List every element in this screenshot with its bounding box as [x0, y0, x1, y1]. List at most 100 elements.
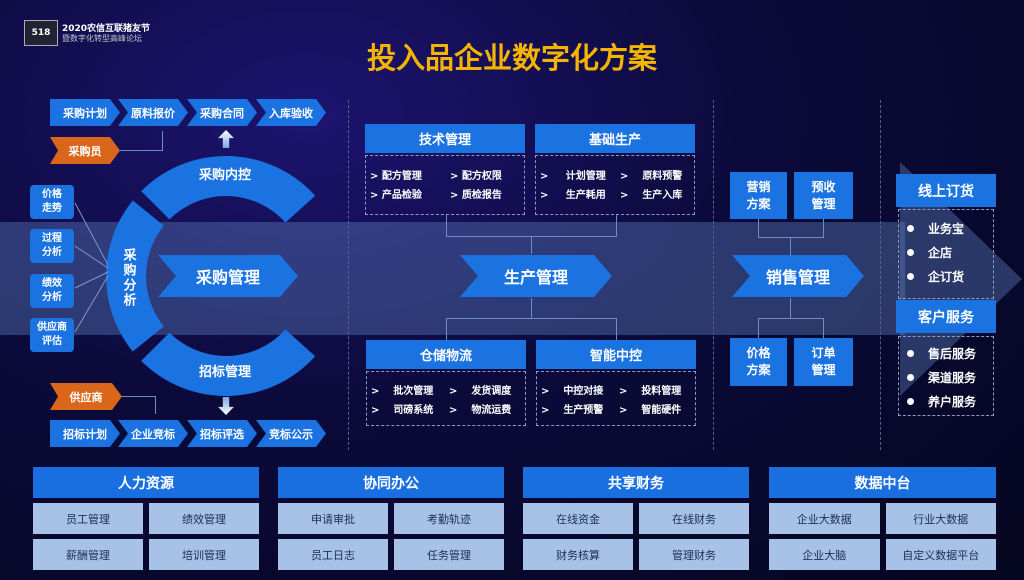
production-management[interactable]: 生产管理 — [460, 255, 612, 297]
bottom-panel: 数据中台 企业大数据 行业大数据 企业大脑 自定义数据平台 — [769, 467, 996, 570]
connector — [531, 298, 532, 318]
ring-label-bottom: 招标管理 — [198, 364, 251, 380]
group-item[interactable]: > 投料管理 — [619, 386, 682, 397]
group-item[interactable]: > 生产入库 — [620, 190, 683, 201]
group-item[interactable]: > 生产耗用 — [540, 190, 606, 201]
logo-badge: 518 — [24, 20, 58, 46]
supplier-tag[interactable]: 供应商 — [50, 383, 122, 410]
sales-box[interactable]: 订单管理 — [794, 338, 853, 386]
channel-header[interactable]: 线上订货 — [896, 174, 996, 207]
group-item[interactable]: > 生产预警 — [541, 405, 604, 416]
flow-step[interactable]: 招标评选 — [187, 420, 257, 447]
panel-header: 协同办公 — [278, 467, 504, 498]
channel-list: 售后服务 渠道服务 养户服务 — [898, 336, 994, 416]
panel-cell[interactable]: 在线资金 — [523, 503, 633, 534]
connector — [120, 150, 163, 151]
panel-cell[interactable]: 自定义数据平台 — [885, 539, 996, 570]
group-header[interactable]: 智能中控 — [536, 340, 696, 369]
logo-subtitle: 暨数字化转型高峰论坛 — [62, 34, 142, 43]
group-item[interactable]: > 计划管理 — [540, 171, 606, 182]
ring-segment-top[interactable] — [141, 155, 316, 223]
group-item[interactable]: > 配方管理 — [370, 171, 422, 182]
group-box: > 配方管理 > 配方权限 > 产品检验 > 质检报告 — [365, 155, 525, 215]
bullet-icon — [907, 373, 914, 381]
connector — [790, 237, 791, 255]
flow-step[interactable]: 企业竞标 — [118, 420, 188, 447]
flow-step[interactable]: 原料报价 — [118, 99, 188, 126]
connector — [531, 236, 532, 254]
group-item[interactable]: > 批次管理 — [371, 386, 434, 397]
connector — [446, 318, 447, 340]
connector — [74, 271, 109, 289]
connector — [446, 318, 617, 319]
group-item[interactable]: > 物流运费 — [449, 405, 512, 416]
analysis-item[interactable]: 绩效分析 — [30, 274, 74, 308]
channel-item[interactable]: 售后服务 — [907, 341, 993, 365]
panel-header: 人力资源 — [33, 467, 259, 498]
ring-label-top: 采购内控 — [198, 167, 251, 183]
panel-cell[interactable]: 任务管理 — [394, 539, 504, 570]
flow-step[interactable]: 竞标公示 — [256, 420, 326, 447]
panel-cell[interactable]: 申请审批 — [278, 503, 388, 534]
channel-item[interactable]: 养户服务 — [907, 389, 993, 413]
panel-cell[interactable]: 考勤轨迹 — [394, 503, 504, 534]
bottom-panel: 协同办公 申请审批 考勤轨迹 员工日志 任务管理 — [278, 467, 504, 570]
flow-step[interactable]: 采购合同 — [187, 99, 257, 126]
bullet-icon — [907, 349, 914, 357]
panel-cell[interactable]: 企业大数据 — [769, 503, 880, 534]
channel-item[interactable]: 渠道服务 — [907, 365, 993, 389]
channel-item[interactable]: 企订货 — [907, 264, 993, 288]
buyer-tag[interactable]: 采购员 — [50, 137, 120, 164]
sales-management[interactable]: 销售管理 — [732, 255, 864, 297]
sales-box[interactable]: 预收管理 — [794, 172, 853, 219]
panel-cell[interactable]: 财务核算 — [523, 539, 633, 570]
connector — [155, 396, 156, 414]
connector — [74, 245, 109, 269]
panel-cell[interactable]: 培训管理 — [149, 539, 259, 570]
flow-step[interactable]: 招标计划 — [50, 420, 120, 447]
panel-cell[interactable]: 管理财务 — [639, 539, 749, 570]
divider — [880, 100, 881, 450]
group-header[interactable]: 仓储物流 — [366, 340, 526, 369]
analysis-item[interactable]: 供应商评估 — [30, 318, 74, 352]
group-item[interactable]: > 司磅系统 — [371, 405, 434, 416]
ring-segment-bottom[interactable] — [141, 329, 316, 396]
channel-item[interactable]: 企店 — [907, 240, 993, 264]
group-item[interactable]: > 配方权限 — [450, 171, 502, 182]
channel-item[interactable]: 业务宝 — [907, 216, 993, 240]
connector — [162, 131, 163, 151]
channel-header[interactable]: 客户服务 — [896, 300, 996, 333]
group-header[interactable]: 技术管理 — [365, 124, 525, 153]
panel-cell[interactable]: 企业大脑 — [769, 539, 880, 570]
analysis-item[interactable]: 过程分析 — [30, 229, 74, 263]
panel-cell[interactable]: 员工日志 — [278, 539, 388, 570]
analysis-item[interactable]: 价格走势 — [30, 185, 74, 219]
connector — [790, 298, 791, 318]
group-item[interactable]: > 中控对接 — [541, 386, 604, 397]
group-item[interactable]: > 原料预警 — [620, 171, 683, 182]
connector — [758, 318, 759, 338]
panel-cell[interactable]: 员工管理 — [33, 503, 143, 534]
group-header[interactable]: 基础生产 — [535, 124, 695, 153]
page-title: 投入品企业数字化方案 — [366, 41, 657, 75]
sales-box[interactable]: 营销方案 — [730, 172, 787, 219]
flow-step[interactable]: 入库验收 — [256, 99, 326, 126]
panel-cell[interactable]: 在线财务 — [639, 503, 749, 534]
bullet-icon — [907, 248, 914, 256]
bottom-panel: 人力资源 员工管理 绩效管理 薪酬管理 培训管理 — [33, 467, 259, 570]
ring-label-left: 采购分析 — [120, 248, 136, 308]
group-item[interactable]: > 质检报告 — [450, 190, 502, 201]
panel-cell[interactable]: 行业大数据 — [885, 503, 996, 534]
sales-box[interactable]: 价格方案 — [730, 338, 787, 386]
ring-segment-left[interactable] — [106, 200, 164, 352]
group-item[interactable]: > 产品检验 — [370, 190, 422, 201]
connector — [758, 318, 824, 319]
panel-cell[interactable]: 薪酬管理 — [33, 539, 143, 570]
panel-cell[interactable]: 绩效管理 — [149, 503, 259, 534]
flow-step[interactable]: 采购计划 — [50, 99, 120, 126]
group-item[interactable]: > 智能硬件 — [619, 405, 682, 416]
procurement-ring — [74, 155, 316, 396]
group-item[interactable]: > 发货调度 — [449, 386, 512, 397]
procurement-management[interactable]: 采购管理 — [158, 255, 298, 297]
divider — [713, 100, 714, 450]
